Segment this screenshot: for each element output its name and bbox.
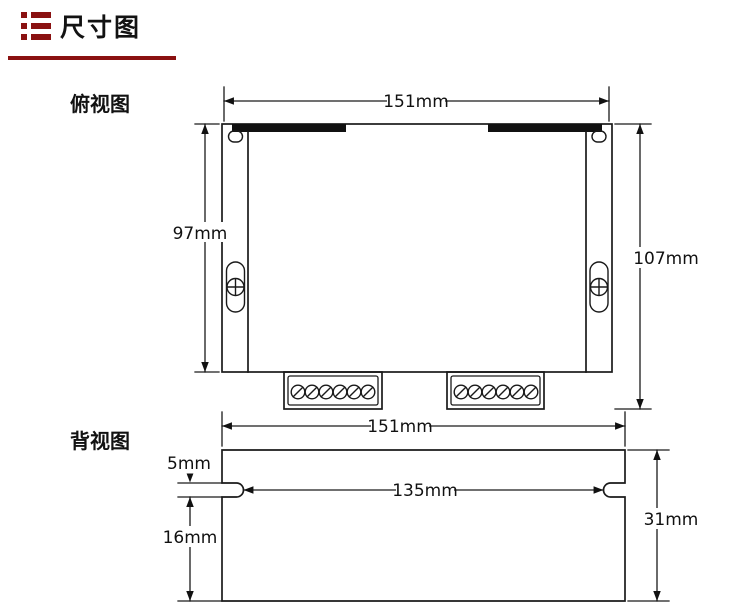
dim-body-height-label: 97mm [173, 224, 228, 244]
dim-lower-height [177, 496, 223, 602]
dim-inner-width-label: 135mm [392, 481, 458, 501]
device-body [221, 123, 613, 373]
dim-label-bg [177, 222, 224, 242]
screw-left-icon [226, 277, 245, 297]
device-body-outline [221, 123, 613, 373]
spec-list-icon [20, 9, 52, 43]
screw-right-icon [589, 277, 609, 297]
dim-lower-height-label: 16mm [163, 528, 218, 548]
top-view-drawing: 151mm [173, 86, 699, 410]
spec-list-icon-glyph [21, 12, 51, 40]
back-view-drawing: 151mm 135mm 5mm 16mm [163, 411, 699, 602]
dim-top-width-label: 151mm [383, 92, 449, 112]
dim-label-bg [645, 508, 697, 529]
dim-back-width-label: 151mm [367, 417, 433, 437]
title-underline [8, 56, 176, 60]
terminal-block-right [446, 371, 545, 410]
mounting-flange-left [225, 130, 246, 313]
heatsink-bar-right [488, 124, 602, 132]
terminal-screws-right [453, 384, 539, 400]
dim-back-height-label: 31mm [644, 510, 699, 530]
heatsink-bar-left [232, 124, 346, 132]
mount-slot-top-right [591, 130, 607, 143]
dim-label-bg [396, 479, 454, 500]
dim-notch-offset-label: 5mm [167, 454, 211, 474]
dim-notch-offset [177, 473, 223, 498]
dim-label-bg [173, 453, 206, 472]
page-title: 尺寸图 [60, 14, 142, 42]
dim-label-bg [637, 247, 695, 268]
dim-label-bg [371, 415, 429, 436]
dim-total-height-label: 107mm [633, 249, 699, 269]
top-view-label: 俯视图 [70, 94, 130, 116]
terminal-screws-left [290, 384, 376, 400]
mounting-flange-right [589, 130, 609, 313]
down-arrow-icon [186, 473, 194, 483]
dim-body-height [194, 123, 220, 373]
back-panel-outline [221, 449, 626, 602]
dim-label-bg [166, 526, 214, 547]
terminal-block-left [283, 371, 383, 410]
back-view-label: 背视图 [70, 431, 130, 453]
mount-slot-top-left [227, 130, 244, 143]
dim-label-bg [387, 91, 445, 111]
